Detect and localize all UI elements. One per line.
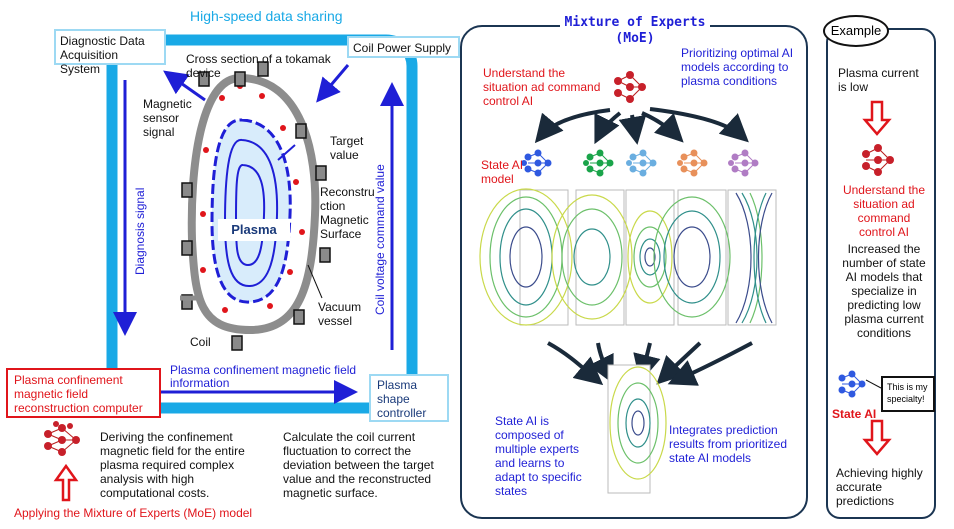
mag-sensor-label: Magnetic sensor signal bbox=[143, 97, 192, 139]
example-title: Example bbox=[823, 15, 889, 47]
ai-network-icon bbox=[44, 421, 80, 456]
moe-title: Mixture of Experts (MoE) bbox=[560, 15, 710, 47]
diag-system-label: Diagnostic Data Acquisition System bbox=[60, 34, 145, 76]
applying-moe-label: Applying the Mixture of Experts (MoE) mo… bbox=[14, 506, 253, 520]
vacuum-vessel-label: Vacuum vessel bbox=[318, 300, 362, 328]
reconstruction-computer-label: Plasma confinement magnetic field recons… bbox=[14, 373, 143, 415]
cross-section-label: Cross section of a tokamak device bbox=[186, 52, 331, 80]
increased-label: Increased the number of state AI models … bbox=[842, 242, 926, 340]
coil-label: Coil bbox=[190, 335, 211, 349]
magnetic-sensors bbox=[200, 83, 305, 313]
diagnostic-system-box: Diagnostic Data Acquisition System bbox=[54, 29, 166, 76]
target-value-label: Target value bbox=[330, 134, 364, 162]
integrates-text: Integrates prediction results from prior… bbox=[669, 423, 788, 465]
coils bbox=[181, 61, 331, 351]
prioritizing-label: Prioritizing optimal AI models according… bbox=[681, 46, 794, 88]
moe-diagram bbox=[479, 71, 777, 494]
coil-voltage-label: Coil voltage command value bbox=[373, 164, 387, 315]
example-understand-label: Understand the situation ad command cont… bbox=[842, 183, 926, 239]
coil-power-box: Coil Power Supply bbox=[347, 36, 460, 58]
plasma-low-label: Plasma current is low bbox=[838, 66, 919, 94]
shape-controller-label: Plasma shape controller bbox=[377, 378, 427, 420]
coil-power-label: Coil Power Supply bbox=[353, 41, 452, 55]
reconstruction-label: Reconstru ction Magnetic Surface bbox=[320, 185, 375, 241]
composed-text: State AI is composed of multiple experts… bbox=[495, 414, 582, 498]
calc-text: Calculate the coil current fluctuation t… bbox=[283, 430, 434, 500]
example-state-ai-label: State AI bbox=[832, 407, 877, 421]
vacuum-vessel-shape bbox=[187, 73, 320, 335]
plasma-region bbox=[210, 118, 292, 304]
diagnosis-signal-label: Diagnosis signal bbox=[133, 187, 147, 275]
shape-controller-box: Plasma shape controller bbox=[369, 374, 449, 422]
confinement-info-label: Plasma confinement magnetic field inform… bbox=[170, 363, 357, 390]
reconstruction-computer-box: Plasma confinement magnetic field recons… bbox=[6, 368, 161, 418]
state-ai-model-label: State AI model bbox=[481, 158, 524, 186]
specialty-bubble-text: This is my specialty! bbox=[887, 382, 928, 404]
tokamak-diagram bbox=[44, 34, 418, 502]
data-sharing-loop bbox=[106, 34, 418, 414]
deriving-text: Deriving the confinement magnetic field … bbox=[100, 430, 245, 500]
moe-understand-label: Understand the situation ad command cont… bbox=[483, 66, 601, 108]
example-diagram bbox=[838, 100, 894, 456]
plasma-label: Plasma bbox=[218, 219, 290, 241]
high-speed-title: High-speed data sharing bbox=[190, 8, 343, 24]
achieving-label: Achieving highly accurate predictions bbox=[836, 466, 923, 508]
specialty-bubble: This is my specialty! bbox=[881, 376, 935, 412]
